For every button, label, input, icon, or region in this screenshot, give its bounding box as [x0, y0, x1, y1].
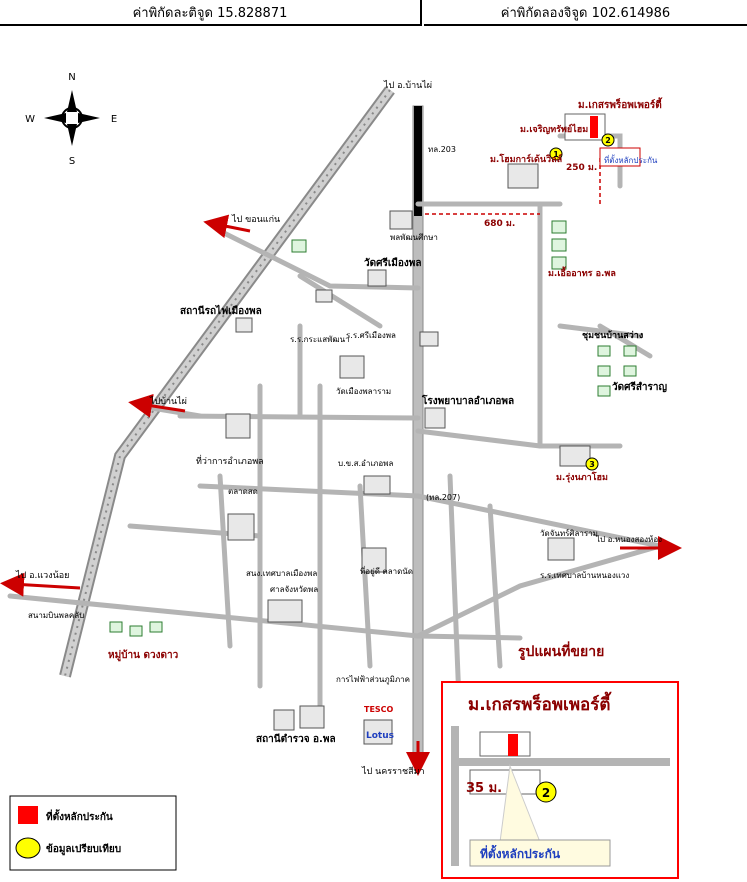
label-road-203: ทล.203 [428, 145, 456, 154]
label-wat-si-mueang: วัดศรีเมืองพล [364, 257, 421, 269]
legend: ที่ตั้งหลักประกัน ข้อมูลเปรียบเทียบ [9, 795, 177, 871]
inset-distance: 35 ม. [466, 781, 502, 796]
marker-1-label: 1 [553, 150, 559, 159]
inset-title: ม.เกสรพร็อพเพอร์ตี้ [468, 691, 612, 715]
label-wat-si-kram: วัดศรีสำราญ [612, 381, 668, 393]
latitude-header: ค่าพิกัดละติจูด 15.828871 [0, 0, 422, 26]
label-phon-school: พลพัฒนศึกษา [390, 233, 438, 242]
label-to-ban-mai: ไปบ้านไผ่ [149, 396, 187, 407]
inset-marker-2: 2 [542, 786, 550, 800]
legend-comparison-label: ข้อมูลเปรียบเทียบ [46, 843, 121, 856]
building-icons [225, 163, 591, 745]
compass-icon: N S E W [25, 72, 117, 167]
longitude-text: ค่าพิกัดลองจิจูด 102.614986 [500, 5, 671, 21]
label-wat-mueang-phon: วัดเมืองพลาราม [336, 387, 391, 396]
label-vocational: วัดจันทร์ศิลาราม [540, 528, 598, 538]
label-kaset-property: ม.เกสรพร็อพเพอร์ตี้ [578, 97, 663, 111]
label-mueang-phon-village: หมู่บ้าน ดวงดาว [108, 649, 179, 662]
compass-n: N [68, 72, 75, 83]
map-labels: ไป อ.บ้านไผ่ ไป ขอนแก่น ไปบ้านไผ่ ไป อ.แ… [15, 80, 668, 777]
village-icons [109, 220, 637, 637]
label-market: ตลาดสด [228, 487, 258, 496]
label-plan-expand: รูปแผนที่ขยาย [518, 641, 604, 660]
label-distance-250: 250 ม. [566, 163, 597, 173]
label-lotus: Lotus [366, 731, 394, 741]
compass-e: E [111, 114, 117, 125]
label-rungnapa: ม.รุ่งนภาโฮม [556, 471, 608, 483]
inset-map: ม.เกสรพร็อพเพอร์ตี้ 35 ม. 2 ที่ตั้งหลักป… [441, 681, 679, 879]
legend-comparison-swatch [15, 837, 41, 859]
label-distance-680: 680 ม. [484, 219, 515, 229]
label-charoen-sap: ม.เจริญทรัพย์ไฮม [520, 123, 588, 135]
label-grade-school: ร.ร.ศรีเมืองพล [346, 331, 396, 340]
legend-collateral-swatch [18, 806, 38, 824]
label-to-ban-phai: ไป อ.บ้านไผ่ [383, 80, 432, 91]
compass-w: W [25, 114, 35, 125]
label-police: สถานีตำรวจ อ.พล [256, 733, 336, 745]
inset-land-office-label: ที่ตั้งหลักประกัน [480, 844, 561, 861]
comparison-marker-3 [585, 457, 599, 471]
label-court: ศาลจังหวัดพล [270, 585, 318, 594]
label-home-garden: ม.โฮมการ์เด้นวิลล์ [490, 153, 562, 165]
label-district-office: ที่ว่าการอำเภอพล [196, 454, 264, 467]
label-kindergarten: ร.ร.กระแสพัฒนา [290, 335, 350, 344]
label-bus-station: บ.ข.ส.อำเภอพล [338, 459, 393, 468]
label-to-nong-song-hong: ไป อ.หนองสองห้อง [595, 535, 662, 544]
compass-s: S [69, 156, 75, 167]
label-road-207: (ทล.207) [426, 493, 460, 502]
legend-collateral-label: ที่ตั้งหลักประกัน [46, 809, 113, 823]
direction-arrows [0, 214, 682, 776]
label-municipal: สนง.เทศบาลเมืองพล [246, 569, 317, 578]
label-to-nakhon-ratchasima: ไป นครราชสีมา [361, 766, 425, 777]
marker-2-label: 2 [605, 136, 611, 145]
location-map: N S E W [0, 72, 682, 879]
label-tesco: TESCO [364, 705, 394, 714]
longitude-header: ค่าพิกัดลองจิจูด 102.614986 [424, 0, 747, 26]
label-rail-station: สถานีรถไฟเมืองพล [180, 304, 262, 317]
label-electric: การไฟฟ้าส่วนภูมิภาค [336, 675, 410, 685]
label-to-waeng-noi: ไป อ.แวงน้อย [15, 570, 69, 581]
label-provincial-hall: สนามบินพลคลับ [28, 611, 84, 620]
label-chumchon: ชุมชนบ้านสว่าง [582, 330, 643, 341]
label-mueang-phon-school: ร.ร.เทศบาลบ้านหนองแวง [540, 571, 629, 580]
label-hospital: โรงพยาบาลอำเภอพล [421, 394, 514, 407]
marker-3-label: 3 [589, 460, 595, 469]
kaset-property-block: 2 1 [549, 113, 641, 167]
label-big-c: ที่อยู่ดี ตลาดนัด [360, 565, 413, 577]
label-mueang-pho: ม.เอื้ออาทร อ.พล [548, 266, 616, 279]
label-land-office: ที่ตั้งหลักประกัน [604, 154, 658, 165]
label-to-phon-nuea: ไป ขอนแก่น [231, 214, 280, 225]
latitude-text: ค่าพิกัดละติจูด 15.828871 [132, 5, 288, 21]
